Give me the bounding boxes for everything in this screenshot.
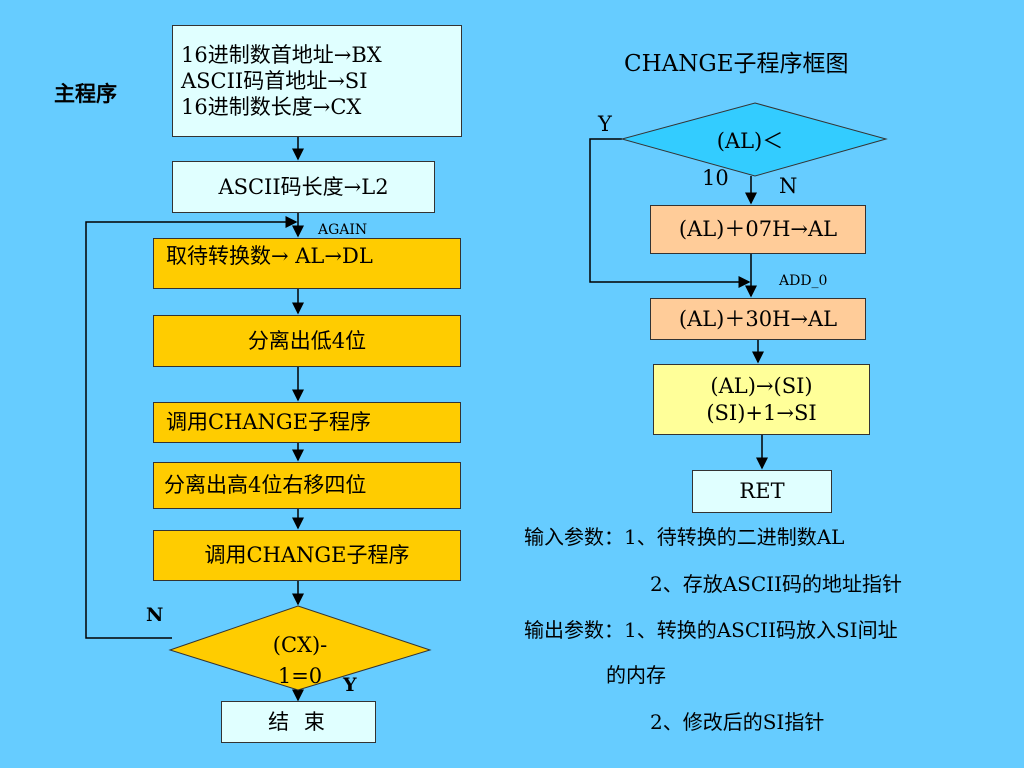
- input-params-line-1: 输入参数：1、待转换的二进制数AL: [524, 525, 845, 549]
- main-program-label: 主程序: [54, 82, 117, 106]
- al-decision-text: (AL)＜: [716, 129, 784, 153]
- end-box: 结 束: [221, 701, 376, 743]
- ascii-length-box: ASCII码长度→L2: [172, 161, 435, 213]
- output-params-line-1: 输出参数：1、转换的ASCII码放入SI间址: [524, 618, 898, 642]
- cx-decision-text: (CX)- 1=0: [272, 633, 328, 689]
- init-line: 16进制数首地址→BX: [181, 42, 382, 67]
- al-y-label: Y: [598, 112, 612, 136]
- init-line: ASCII码首地址→SI: [181, 68, 368, 93]
- al-n-label: N: [779, 174, 798, 198]
- again-label: AGAIN: [318, 222, 368, 238]
- add-07h-box: (AL)＋07H→AL: [650, 205, 866, 254]
- output-params-line-3: 2、修改后的SI指针: [650, 710, 825, 734]
- cx-y-label: Y: [343, 674, 357, 696]
- cx-n-label: N: [146, 604, 164, 626]
- store-line: (AL)→(SI): [710, 374, 813, 399]
- split-high-box: 分离出高4位右移四位: [153, 462, 461, 509]
- output-params-line-2: 的内存: [606, 663, 666, 687]
- add-30h-box: (AL)＋30H→AL: [650, 298, 866, 340]
- store-line: (SI)+1→SI: [706, 400, 817, 425]
- input-params-line-2: 2、存放ASCII码的地址指针: [650, 572, 902, 596]
- call-change-box-1: 调用CHANGE子程序: [153, 402, 461, 443]
- ret-box: RET: [692, 470, 832, 513]
- store-box: (AL)→(SI) (SI)+1→SI: [653, 364, 870, 435]
- fetch-box: 取待转换数→ AL→DL: [153, 238, 461, 289]
- init-box: 16进制数首地址→BX ASCII码首地址→SI 16进制数长度→CX: [172, 25, 462, 137]
- add0-label: ADD_0: [779, 273, 828, 289]
- init-line: 16进制数长度→CX: [181, 95, 362, 120]
- al-decision-diamond: [620, 102, 888, 177]
- split-low-box: 分离出低4位: [153, 315, 461, 367]
- al-decision-text-10: 10: [702, 166, 729, 190]
- call-change-box-2: 调用CHANGE子程序: [153, 530, 461, 581]
- cx-decision-diamond: [168, 605, 432, 691]
- change-title: CHANGE子程序框图: [624, 51, 849, 77]
